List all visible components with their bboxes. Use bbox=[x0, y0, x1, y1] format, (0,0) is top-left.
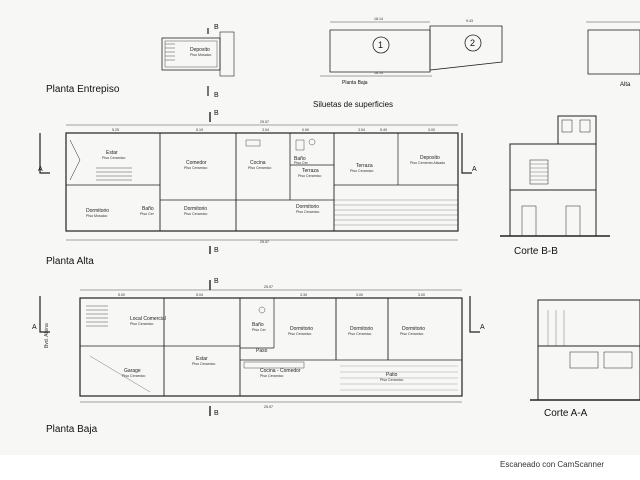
room-dormitorio-2-floor: Piso Ceramico bbox=[184, 212, 208, 216]
room-comedor: Comedor bbox=[186, 160, 207, 166]
room-garage: Garage bbox=[124, 368, 141, 374]
scanner-footer-text: Escaneado con CamScanner bbox=[500, 460, 605, 469]
dim-baja-sub-3: 3.00 bbox=[356, 293, 363, 297]
dim-baja-total: 25.57 bbox=[264, 285, 273, 289]
room-terraza-1-floor: Piso Ceramico bbox=[298, 174, 322, 178]
dim-siluetas-top2: 9.43 bbox=[466, 19, 473, 23]
dim-alta-sub-6: 3.00 bbox=[428, 128, 435, 132]
dim-baja-total-bottom: 25.57 bbox=[264, 405, 273, 409]
street-label: Bvd. Alsina bbox=[44, 323, 50, 348]
corte-aa-drawing bbox=[530, 299, 640, 401]
dim-alta-sub-4: 3.54 bbox=[358, 128, 365, 132]
room-local: Local Comercial bbox=[130, 316, 166, 322]
dim-baja-sub-4: 3.00 bbox=[418, 293, 425, 297]
room-bano-alta-2-floor: Piso Cer bbox=[140, 212, 154, 216]
title-corte-aa: Corte A-A bbox=[544, 408, 588, 419]
dim-alta-sub-5: 5.49 bbox=[380, 128, 387, 132]
room-estar-alta: Estar bbox=[106, 150, 118, 156]
section-mark-b-baja-top: B bbox=[214, 278, 219, 285]
dim-siluetas-bottom: 16.14 bbox=[374, 71, 383, 75]
room-dormitorio-b2: Dormitorio bbox=[350, 326, 374, 332]
room-garage-floor: Piso Ceramico bbox=[122, 374, 146, 378]
room-patio: Patio bbox=[386, 372, 398, 378]
room-dormitorio-b1: Dormitorio bbox=[290, 326, 314, 332]
room-comedor-floor: Piso Ceramico bbox=[184, 166, 208, 170]
section-mark-b-alta-bottom: B bbox=[214, 247, 219, 254]
title-planta-entrepiso: Planta Entrepiso bbox=[46, 84, 120, 95]
room-dormitorio-1-floor: Piso Mosaico bbox=[86, 214, 108, 218]
section-mark-a-alta-left: A bbox=[38, 166, 43, 173]
parcel-2-label: 2 bbox=[470, 38, 476, 48]
room-local-floor: Piso Ceramico bbox=[130, 322, 154, 326]
planta-baja-drawing bbox=[39, 280, 480, 416]
dim-alta-sub-2: 3.04 bbox=[262, 128, 269, 132]
room-deposito-alta-floor: Piso Cemento Alisado bbox=[410, 161, 446, 165]
room-estar-baja: Estar bbox=[196, 356, 208, 362]
room-bano-alta: Baño bbox=[294, 156, 306, 162]
title-planta-baja-small: Planta Baja bbox=[342, 80, 368, 86]
dim-alta-total: 25.57 bbox=[260, 120, 269, 124]
room-bano-alta-2: Baño bbox=[142, 206, 154, 212]
room-bano-baja-floor: Piso Cer bbox=[252, 328, 266, 332]
room-terraza-2: Terraza bbox=[356, 163, 373, 169]
dim-alta-sub-1: 5.19 bbox=[196, 128, 203, 132]
room-cocina-alta-floor: Piso Ceramico bbox=[248, 166, 272, 170]
title-planta-alta: Planta Alta bbox=[46, 256, 94, 267]
room-deposito-entrepiso-floor: Piso Mosaico bbox=[190, 53, 212, 57]
room-dormitorio-b1-floor: Piso Ceramico bbox=[288, 332, 312, 336]
room-bano-alta-floor: Piso Cer bbox=[294, 161, 308, 165]
dim-alta-sub-3: 0.90 bbox=[302, 128, 309, 132]
room-cocina-comedor-floor: Piso Ceramico bbox=[260, 374, 284, 378]
parcel-1-label: 1 bbox=[378, 40, 384, 50]
dim-alta-total-bottom: 25.57 bbox=[260, 240, 269, 244]
section-mark-a-alta-right: A bbox=[472, 166, 477, 173]
planta-entrepiso-drawing bbox=[161, 28, 235, 96]
room-dormitorio-3-floor: Piso Ceramico bbox=[296, 210, 320, 214]
room-cocina-comedor: Cocina - Comedor bbox=[260, 368, 301, 374]
room-estar-alta-floor: Piso Ceramico bbox=[102, 156, 126, 160]
room-dormitorio-b2-floor: Piso Ceramico bbox=[348, 332, 372, 336]
silueta-alta-drawing bbox=[586, 21, 640, 75]
room-dormitorio-3: Dormitorio bbox=[296, 204, 320, 210]
room-estar-baja-floor: Piso Ceramico bbox=[192, 362, 216, 366]
room-dormitorio-b3-floor: Piso Ceramico bbox=[400, 332, 424, 336]
section-mark-a-baja-right: A bbox=[480, 324, 485, 331]
dim-siluetas-top: 18.14 bbox=[374, 17, 383, 21]
room-bano-baja: Baño bbox=[252, 322, 264, 328]
title-corte-bb: Corte B-B bbox=[514, 246, 558, 257]
room-terraza-1: Terraza bbox=[302, 168, 319, 174]
room-terraza-2-floor: Piso Ceramico bbox=[350, 169, 374, 173]
section-mark-b-alta-top: B bbox=[214, 110, 219, 117]
room-dormitorio-1: Dormitorio bbox=[86, 208, 110, 214]
title-planta-baja: Planta Baja bbox=[46, 424, 98, 435]
room-cocina-alta: Cocina bbox=[250, 160, 266, 166]
room-dormitorio-b3: Dormitorio bbox=[402, 326, 426, 332]
section-mark-a-baja-left: A bbox=[32, 324, 37, 331]
room-paso: Paso bbox=[256, 348, 268, 354]
room-patio-floor: Piso Ceramico bbox=[380, 378, 404, 382]
section-mark-b-bottom: B bbox=[214, 92, 219, 99]
corte-bb-drawing bbox=[500, 115, 610, 237]
section-mark-b-top: B bbox=[214, 24, 219, 31]
dim-alta-sub-0: 5.25 bbox=[112, 128, 119, 132]
room-deposito-alta: Deposito bbox=[420, 155, 440, 161]
siluetas-drawing bbox=[320, 21, 503, 77]
dim-baja-sub-0: 5.00 bbox=[118, 293, 125, 297]
title-alta-cut: Alta bbox=[620, 82, 631, 88]
planta-alta-drawing bbox=[39, 112, 472, 254]
room-deposito-entrepiso: Deposito bbox=[190, 47, 210, 53]
dim-baja-sub-1: 5.04 bbox=[196, 293, 203, 297]
section-mark-b-baja-bottom: B bbox=[214, 410, 219, 417]
title-siluetas: Siluetas de superficies bbox=[313, 100, 394, 109]
dim-baja-sub-2: 3.30 bbox=[300, 293, 307, 297]
room-dormitorio-2: Dormitorio bbox=[184, 206, 208, 212]
